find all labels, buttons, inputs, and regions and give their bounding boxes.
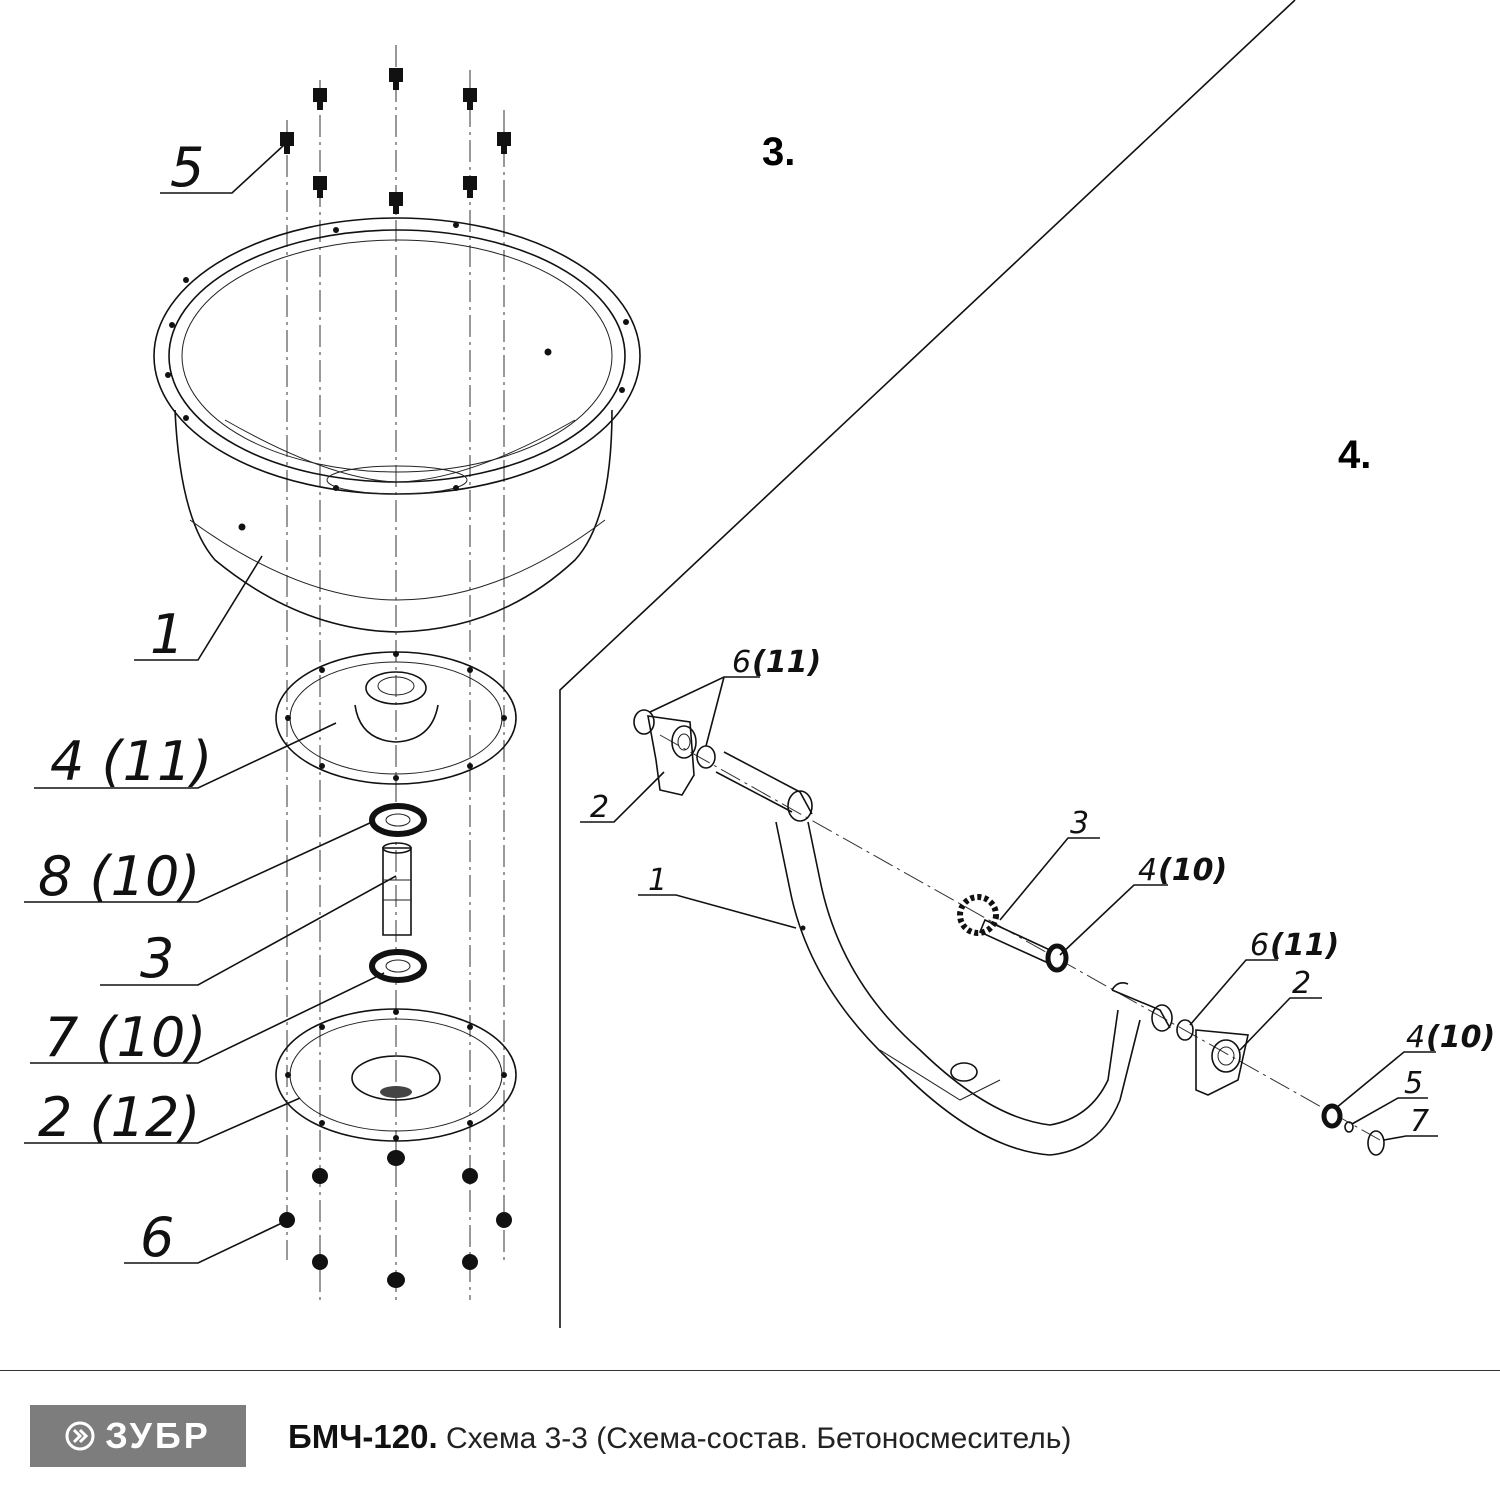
bracket-right — [1176, 1019, 1249, 1096]
label-bolt: 5 — [170, 136, 204, 199]
gear-shaft — [957, 894, 1069, 973]
label-bearing-end: 4 — [1406, 1020, 1425, 1055]
bottom-disc — [275, 1008, 517, 1142]
leaders-left — [24, 144, 397, 1264]
tube-frame — [715, 751, 1173, 1156]
section-number-3: 3. — [762, 130, 795, 174]
section-number-4: 4. — [1338, 433, 1371, 477]
label-bracket-right: 2 — [1292, 966, 1311, 1001]
exploded-assembly-drawing: 3. 4. — [24, 0, 1495, 1328]
label-circlip: 7 — [1410, 1104, 1429, 1139]
label-shaft: 3 — [140, 927, 174, 990]
top-disc — [275, 651, 517, 785]
label-bowl: 1 — [150, 603, 184, 666]
label-bearing-mid-qty: (10) — [1158, 853, 1227, 888]
label-bearing-top: 8 (10) — [38, 845, 200, 908]
double-chevron-arrow-icon — [65, 1421, 95, 1451]
document-caption: БМЧ-120. Схема 3-3 (Схема-состав. Бетоно… — [288, 1418, 1071, 1456]
brand-name: ЗУБР — [105, 1415, 211, 1456]
bracket-left — [633, 709, 716, 796]
caption-text: Схема 3-3 (Схема-состав. Бетоносмеситель… — [437, 1422, 1072, 1455]
nuts-bottom — [279, 1150, 512, 1288]
label-bearing-mid: 4 — [1138, 853, 1157, 888]
label-top-disc: 4 (11) — [50, 730, 212, 793]
label-bearing-end-qty: (10) — [1426, 1020, 1495, 1055]
label-washer: 5 — [1404, 1066, 1423, 1101]
label-frame: 1 — [648, 863, 667, 898]
frame-axis-line — [659, 734, 1381, 1141]
label-ring-left: 6 — [732, 645, 751, 680]
label-nut: 6 — [140, 1206, 174, 1269]
brand-logo: ЗУБР — [30, 1405, 246, 1467]
label-bracket-left: 2 — [590, 790, 609, 825]
section-divider — [559, 0, 1296, 1328]
label-bearing-bottom: 7 (10) — [44, 1006, 206, 1069]
model-name: БМЧ-120. — [288, 1418, 438, 1455]
label-ring-right: 6 — [1250, 928, 1269, 963]
leaders-right — [580, 676, 1438, 1141]
bearing-bottom — [369, 949, 427, 983]
label-ring-right-qty: (11) — [1270, 928, 1339, 963]
bearing-top — [369, 803, 427, 837]
label-gear-shaft: 3 — [1070, 806, 1089, 841]
drum-bowl — [153, 217, 641, 633]
footer-divider — [0, 1370, 1500, 1371]
end-parts — [1321, 1103, 1385, 1156]
label-ring-left-qty: (11) — [752, 645, 821, 680]
label-bottom-disc: 2 (12) — [38, 1086, 200, 1149]
bolts-top — [280, 68, 511, 214]
shaft — [382, 842, 412, 936]
